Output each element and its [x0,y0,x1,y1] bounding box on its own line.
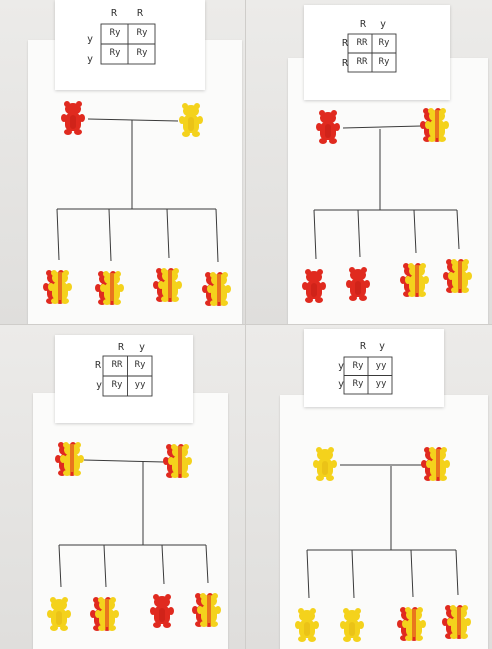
red-gummy-bear [346,267,370,301]
col-allele-2: y [379,342,385,352]
pedigree-lines [59,460,208,587]
yellow-gummy-bear [47,597,71,631]
col-allele-1: R [118,343,124,353]
red-yellow-gummy-bear [95,271,124,305]
yellow-gummy-bear [313,447,337,481]
punnett-cell: yy [370,360,392,373]
red-yellow-gummy-bear [192,593,221,627]
col-allele-1: R [360,342,366,352]
punnett-cell: Ry [347,360,369,373]
col-allele-2: y [380,20,386,30]
row-allele-2: y [338,380,344,390]
red-gummy-bear [150,594,174,628]
red-gummy-bear [61,101,85,135]
pedigree-lines [307,465,458,598]
panel-2: R y R R RR Ry RR Ry [246,0,492,324]
punnett-cell: yy [370,378,392,391]
pedigree-3 [0,325,246,649]
red-yellow-gummy-bear [397,607,426,641]
row-allele-2: y [96,381,102,391]
red-yellow-gummy-bear [442,605,471,639]
red-yellow-gummy-bear [55,442,84,476]
yellow-gummy-bear [295,608,319,642]
punnett-cell: RR [351,56,373,69]
punnett-cell: RR [106,359,128,372]
panel-1: R R y y Ry Ry Ry Ry [0,0,246,324]
row-allele-2: y [87,55,93,65]
red-yellow-gummy-bear [443,259,472,293]
punnett-cell: yy [129,379,151,392]
punnett-cell: Ry [104,27,126,40]
red-yellow-gummy-bear [90,597,119,631]
red-yellow-gummy-bear [400,263,429,297]
punnett-cell: Ry [373,56,395,69]
yellow-gummy-bear [179,103,203,137]
row-allele-2: R [342,59,348,69]
red-gummy-bear [302,269,326,303]
pedigree-4 [246,325,492,649]
row-allele-1: y [87,35,93,45]
red-yellow-gummy-bear [153,268,182,302]
red-yellow-gummy-bear [163,444,192,478]
col-allele-2: y [139,343,145,353]
panel-3: R y R y RR Ry Ry yy [0,325,246,649]
row-allele-1: R [342,39,348,49]
red-yellow-gummy-bear [43,270,72,304]
punnett-cell: Ry [373,37,395,50]
row-allele-1: R [95,361,101,371]
punnett-cell: Ry [347,378,369,391]
red-yellow-gummy-bear [420,108,449,142]
col-allele-1: R [111,9,117,19]
punnett-cell: Ry [106,379,128,392]
row-allele-1: y [338,362,344,372]
punnett-cell: Ry [131,47,153,60]
col-allele-2: R [137,9,143,19]
col-allele-1: R [360,20,366,30]
punnett-cell: RR [351,37,373,50]
pedigree-lines [57,119,218,262]
punnett-cell: Ry [131,27,153,40]
red-gummy-bear [316,110,340,144]
red-yellow-gummy-bear [202,272,231,306]
yellow-gummy-bear [340,608,364,642]
punnett-cell: Ry [104,47,126,60]
red-yellow-gummy-bear [421,447,450,481]
punnett-cell: Ry [129,359,151,372]
pedigree-lines [314,126,459,259]
panel-4: R y y y Ry yy Ry yy [246,325,492,649]
divider-horizontal [0,324,492,325]
